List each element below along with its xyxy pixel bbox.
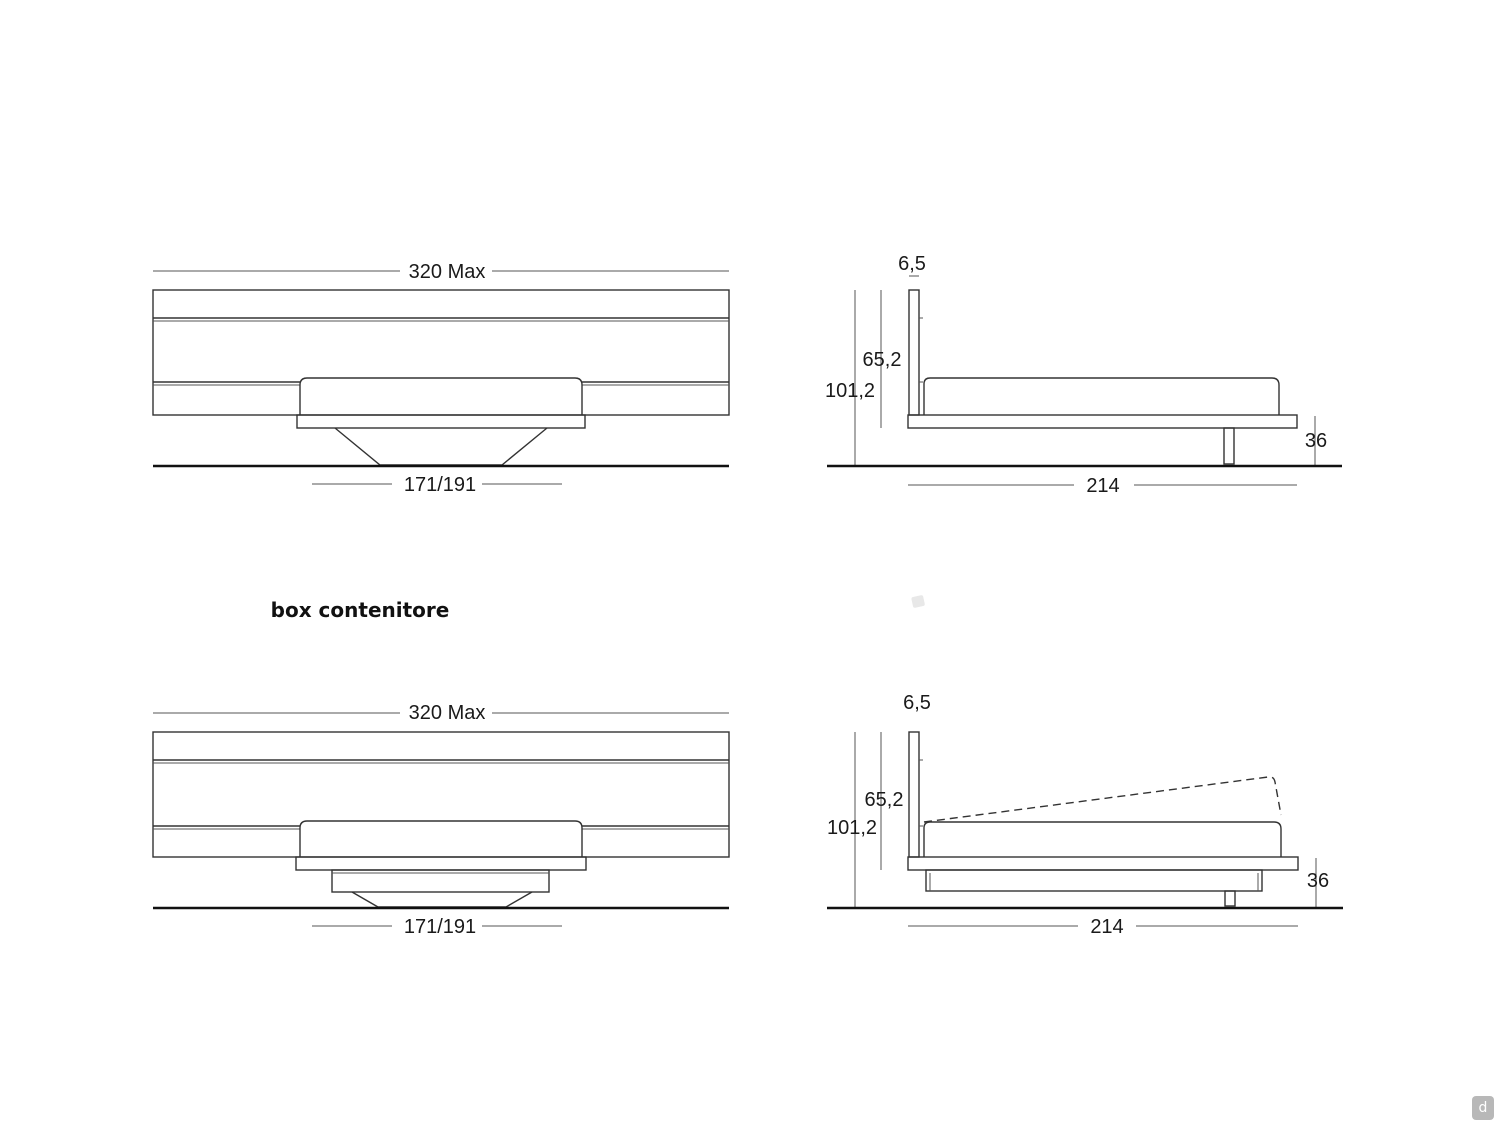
- bed-base-2: [295, 856, 587, 871]
- headboard-side: [908, 289, 920, 416]
- headboard-side-2: [908, 731, 920, 858]
- mattress-side: [923, 377, 1280, 415]
- base-support-2: [351, 891, 533, 908]
- bed-width-label-2: 171/191: [404, 916, 476, 938]
- headboard-panel: [152, 289, 730, 416]
- headboard-thickness-label: 6,5: [898, 253, 926, 275]
- headboard-panel-2: [152, 731, 730, 858]
- d-logo-icon: d: [1472, 1096, 1494, 1120]
- headboard-height-label-2: 65,2: [865, 789, 904, 811]
- bed-leg-2: [1224, 890, 1236, 907]
- top-side-view: 6,5 101,2 65,2 36 214: [825, 253, 1342, 497]
- total-height-label: 101,2: [825, 380, 875, 402]
- mattress: [299, 377, 583, 415]
- mattress-side-2: [923, 821, 1282, 857]
- width-max-label: 320 Max: [409, 261, 486, 283]
- bed-base: [296, 414, 586, 429]
- storage-box-side: [925, 869, 1263, 892]
- frame-height-label: 36: [1305, 430, 1327, 452]
- section-label: box contenitore: [271, 598, 450, 622]
- headboard-height-label: 65,2: [863, 349, 902, 371]
- bottom-front-view: 320 Max 171/191: [152, 702, 730, 938]
- storage-box: [331, 869, 550, 893]
- bottom-side-view: 6,5 101,2 65,2 36 214: [827, 692, 1343, 938]
- bed-leg: [1223, 427, 1235, 465]
- watermark-icon: [911, 595, 925, 608]
- bed-width-label: 171/191: [404, 474, 476, 496]
- width-max-label-2: 320 Max: [409, 702, 486, 724]
- headboard-thickness-label-2: 6,5: [903, 692, 931, 714]
- mattress-2: [299, 820, 583, 857]
- lifted-mattress-outline: [923, 776, 1282, 823]
- frame-height-label-2: 36: [1307, 870, 1329, 892]
- total-height-label-2: 101,2: [827, 817, 877, 839]
- bed-frame-side-2: [907, 856, 1299, 871]
- top-front-view: 320 Max 171/191: [152, 261, 730, 496]
- bed-frame-side: [907, 414, 1298, 429]
- length-label: 214: [1086, 475, 1119, 497]
- base-support: [334, 427, 548, 466]
- length-label-2: 214: [1090, 916, 1123, 938]
